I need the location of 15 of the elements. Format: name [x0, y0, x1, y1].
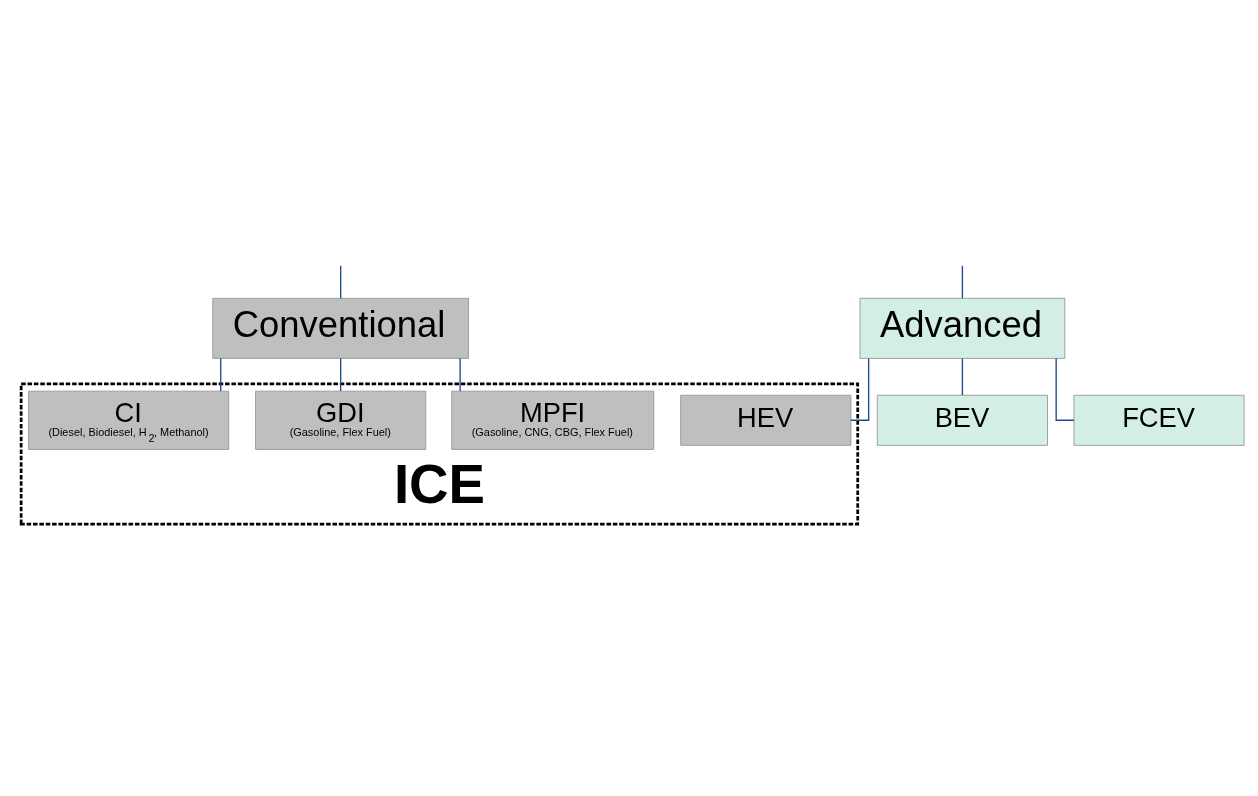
connector: [459, 357, 461, 392]
connector: [1055, 357, 1075, 421]
node-box: HEV: [680, 394, 852, 446]
node-box: FCEV: [1073, 394, 1245, 446]
node-box: Conventional: [212, 297, 469, 359]
connector: [850, 357, 870, 421]
node-box: MPFI (Gasoline, CNG, CBG, Flex Fuel): [451, 390, 655, 450]
connector: [220, 357, 222, 392]
connector: [961, 265, 964, 299]
node-box: GDI (Gasoline, Flex Fuel): [255, 390, 427, 450]
connector: [339, 357, 342, 392]
connector: [339, 265, 342, 299]
connector: [961, 357, 964, 396]
node-box: BEV: [876, 394, 1048, 446]
node-box: Advanced: [859, 297, 1066, 359]
